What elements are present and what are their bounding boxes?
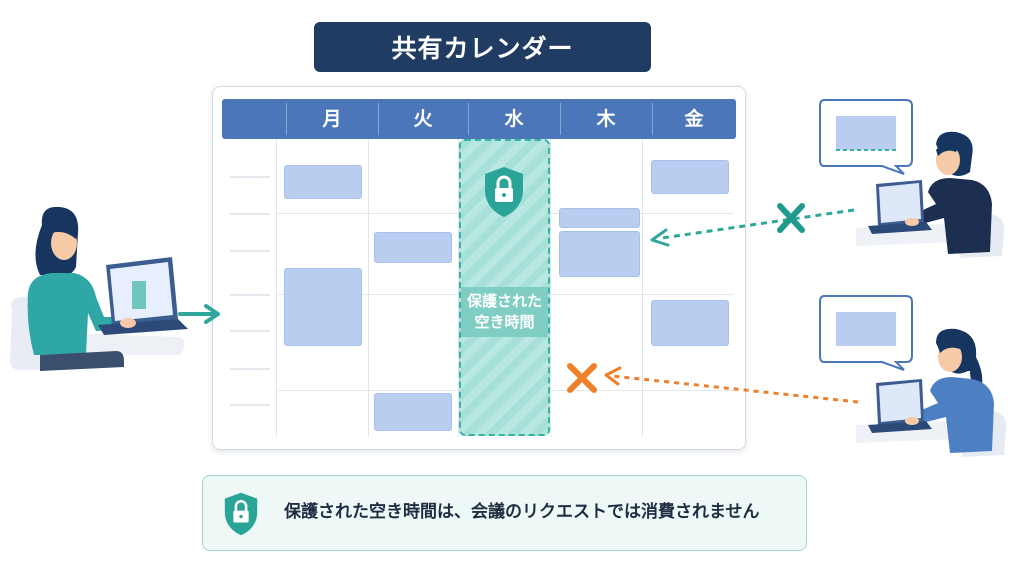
person-with-laptop-top-right bbox=[856, 131, 1005, 258]
person-with-laptop-bottom-right bbox=[856, 328, 1007, 457]
blocked-request-teal bbox=[650, 203, 855, 247]
calendar-event[interactable] bbox=[374, 393, 452, 431]
person-with-laptop-left bbox=[10, 206, 188, 371]
time-slot-marker bbox=[230, 404, 270, 406]
time-slot-marker bbox=[230, 330, 270, 332]
laptop-icon bbox=[868, 379, 932, 433]
time-slot-marker bbox=[230, 213, 270, 215]
calendar-header: 月 火 水 木 金 bbox=[222, 99, 736, 139]
protected-label-line1: 保護された bbox=[466, 292, 542, 310]
info-note-text: 保護された空き時間は、会議のリクエストでは消費されません bbox=[284, 502, 760, 522]
time-slot-marker bbox=[230, 250, 270, 252]
protected-label-line2: 空き時間 bbox=[474, 313, 535, 331]
x-mark-icon bbox=[777, 203, 805, 233]
time-slot-marker bbox=[230, 368, 270, 370]
calendar-event[interactable] bbox=[651, 300, 729, 346]
speech-bubble-icon bbox=[819, 295, 913, 371]
day-wednesday: 水 bbox=[504, 108, 524, 130]
header-divider bbox=[468, 103, 469, 135]
protected-free-time-label: 保護された 空き時間 bbox=[461, 287, 548, 337]
calendar-event[interactable] bbox=[374, 232, 452, 263]
grid-column-line bbox=[276, 139, 277, 437]
header-divider bbox=[286, 103, 287, 135]
info-note bbox=[202, 475, 807, 551]
laptop-icon bbox=[98, 257, 188, 335]
grid-column-line bbox=[550, 139, 551, 437]
grid-column-line bbox=[458, 139, 459, 437]
calendar-event[interactable] bbox=[651, 160, 729, 194]
arrow-right-icon bbox=[178, 304, 220, 324]
laptop-icon bbox=[868, 180, 932, 234]
header-divider bbox=[560, 103, 561, 135]
grid-column-line bbox=[642, 139, 643, 437]
x-mark-icon bbox=[567, 363, 597, 393]
time-slot-marker bbox=[230, 294, 270, 296]
time-slot-marker bbox=[230, 176, 270, 178]
header-divider bbox=[378, 103, 379, 135]
day-monday: 月 bbox=[322, 108, 342, 130]
calendar-event[interactable] bbox=[284, 268, 362, 346]
shield-lock-icon bbox=[224, 492, 258, 536]
page-title: 共有カレンダー bbox=[314, 22, 651, 72]
blocked-request-orange bbox=[567, 363, 859, 404]
calendar-event[interactable] bbox=[284, 165, 362, 199]
calendar-event[interactable] bbox=[559, 208, 640, 228]
calendar-event[interactable] bbox=[559, 231, 640, 277]
grid-column-line bbox=[368, 139, 369, 437]
shield-lock-icon bbox=[485, 167, 523, 217]
day-thursday: 木 bbox=[596, 108, 616, 130]
day-friday: 金 bbox=[684, 108, 704, 130]
header-divider bbox=[652, 103, 653, 135]
day-tuesday: 火 bbox=[413, 108, 433, 130]
speech-bubble-icon bbox=[819, 99, 913, 175]
